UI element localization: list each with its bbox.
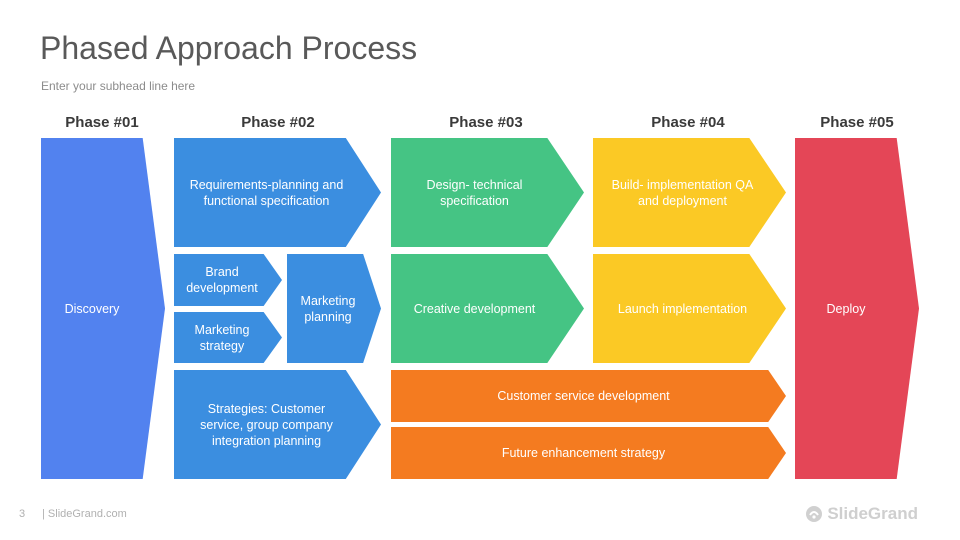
page-title: Phased Approach Process	[40, 30, 418, 66]
launch-implementation-label: Launch implementation	[617, 301, 748, 316]
creative-development-block: Creative development	[391, 254, 584, 363]
design-label: Design- technical specification	[426, 177, 523, 208]
page-subtitle: Enter your subhead line here	[41, 79, 196, 93]
requirements-block: Requirements-planning and functional spe…	[174, 138, 381, 247]
phase-label-05: Phase #05	[820, 114, 894, 131]
launch-implementation-block: Launch implementation	[593, 254, 786, 363]
design-block: Design- technical specification	[391, 138, 584, 247]
phase-label-03: Phase #03	[449, 114, 523, 131]
phase-label-02: Phase #02	[241, 114, 315, 131]
marketing-planning-label: Marketing planning	[300, 293, 356, 324]
customer-service-block: Customer service development	[391, 370, 786, 422]
phase-label-04: Phase #04	[651, 114, 725, 131]
requirements-label: Requirements-planning and functional spe…	[189, 177, 344, 208]
build-label: Build- implementation QA and deployment	[611, 177, 754, 208]
page-number: 3	[19, 508, 26, 520]
future-enhancement-label: Future enhancement strategy	[501, 446, 666, 460]
marketing-planning-block: Marketing planning	[287, 254, 381, 363]
brand-logo: SlideGrand	[805, 504, 918, 524]
strategies-label: Strategies: Customer service, group comp…	[200, 401, 333, 448]
customer-service-label: Customer service development	[497, 389, 670, 403]
brand-development-block: Brand development	[174, 254, 282, 306]
deploy-block: Deploy	[795, 138, 919, 479]
future-enhancement-block: Future enhancement strategy	[391, 427, 786, 479]
discovery-label: Discovery	[64, 301, 120, 316]
discovery-block: Discovery	[41, 138, 165, 479]
brand-development-label: Brand development	[186, 265, 258, 295]
build-block: Build- implementation QA and deployment	[593, 138, 786, 247]
strategies-block: Strategies: Customer service, group comp…	[174, 370, 381, 479]
marketing-strategy-label: Marketing strategy	[194, 322, 250, 353]
deploy-label: Deploy	[826, 301, 866, 316]
marketing-strategy-block: Marketing strategy	[174, 312, 282, 363]
slidegrand-logo-icon	[806, 506, 823, 522]
footer-link[interactable]: | SlideGrand.com	[42, 508, 127, 520]
brand-name: SlideGrand	[827, 504, 918, 523]
creative-development-label: Creative development	[413, 301, 536, 316]
phase-label-01: Phase #01	[65, 114, 139, 131]
